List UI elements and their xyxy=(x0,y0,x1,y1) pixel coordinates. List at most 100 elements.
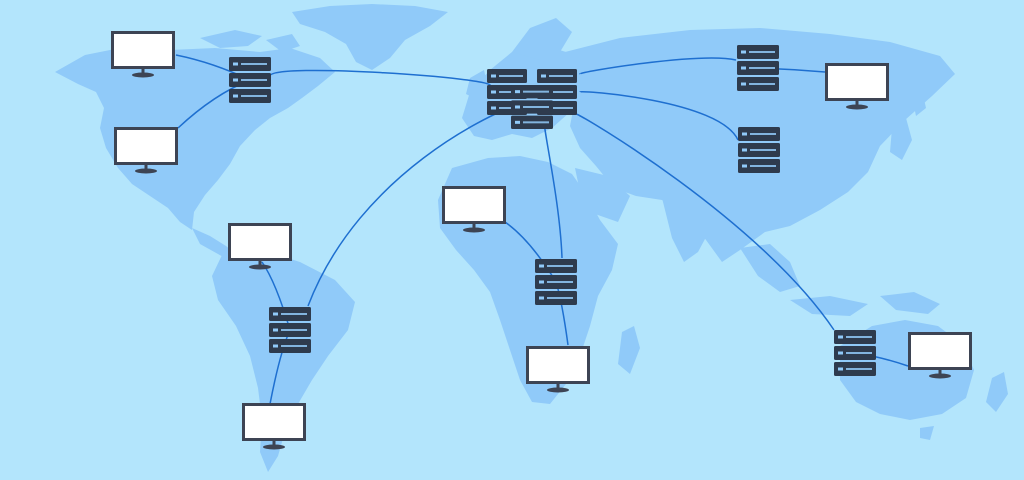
tasmania-shape xyxy=(920,426,934,440)
new-guinea-shape xyxy=(880,292,940,314)
arctic-island-2-shape xyxy=(266,34,300,52)
server-led-icon xyxy=(539,280,544,284)
monitor-icon-africa-south xyxy=(526,346,590,393)
server-led-icon xyxy=(741,82,746,86)
japan-island-shape xyxy=(912,90,926,116)
backbone-link-north-america xyxy=(269,69,491,87)
monitor-icon-africa-west xyxy=(442,186,506,233)
server-led-icon xyxy=(233,94,238,98)
server-led-icon xyxy=(838,335,843,339)
indonesia-shape xyxy=(790,296,868,316)
server-led-icon xyxy=(838,367,843,371)
server-rack-icon-north-america xyxy=(229,57,271,103)
client-layer xyxy=(111,31,972,450)
monitor-icon-sa-south xyxy=(242,403,306,450)
monitor-screen xyxy=(445,189,503,221)
server-slot-line xyxy=(749,51,775,53)
server-slot-line xyxy=(523,121,549,124)
monitor-neck xyxy=(938,370,942,375)
server-slot-line xyxy=(549,91,573,93)
monitor-stand xyxy=(547,387,569,393)
server-led-icon xyxy=(742,164,747,168)
server-slot-line xyxy=(523,90,549,93)
monitor-neck xyxy=(556,384,560,389)
server-slot-line xyxy=(281,313,307,315)
south-america-shape xyxy=(212,250,355,472)
server-led-icon xyxy=(273,328,278,332)
monitor-icon-na-south xyxy=(114,127,178,174)
southeast-asia-shape xyxy=(740,244,800,292)
scandinavia-shape xyxy=(512,18,572,60)
arabia-shape xyxy=(575,168,630,222)
monitor-neck xyxy=(258,261,262,266)
monitor-icon-na-north xyxy=(111,31,175,78)
server-led-icon xyxy=(742,148,747,152)
server-led-icon xyxy=(273,344,278,348)
monitor-screen xyxy=(245,406,303,438)
backbone-link-asia-central xyxy=(579,91,739,141)
madagascar-shape xyxy=(618,326,640,374)
india-shape xyxy=(662,198,712,262)
central-america-shape xyxy=(192,228,238,262)
monitor-stand xyxy=(263,444,285,450)
backbone-link-asia-north xyxy=(579,57,737,75)
monitor-neck xyxy=(144,165,148,170)
monitor-screen xyxy=(911,335,969,367)
server-slot-line xyxy=(846,352,872,354)
server-slot-line xyxy=(547,265,573,267)
arctic-islands-shape xyxy=(200,30,262,48)
server-slot-line xyxy=(750,165,776,167)
monitor-screen xyxy=(529,349,587,381)
server-led-icon xyxy=(539,296,544,300)
monitor-stand xyxy=(929,373,951,379)
server-led-icon xyxy=(273,312,278,316)
server-layer xyxy=(229,45,876,376)
server-led-icon xyxy=(541,74,546,78)
server-led-icon xyxy=(838,351,843,355)
monitor-stand xyxy=(132,72,154,78)
server-slot-line xyxy=(547,297,573,299)
server-led-icon xyxy=(515,120,520,124)
server-led-icon xyxy=(741,66,746,70)
server-slot-line xyxy=(547,281,573,283)
server-slot-line xyxy=(750,133,776,135)
server-led-icon xyxy=(539,264,544,268)
client-link-africa-west xyxy=(504,221,557,283)
server-slot-line xyxy=(846,336,872,338)
server-rack-icon-asia-central xyxy=(738,127,780,173)
server-cluster-icon xyxy=(487,69,577,129)
monitor-screen xyxy=(828,66,886,98)
monitor-neck xyxy=(855,101,859,106)
server-led-icon xyxy=(741,50,746,54)
server-slot-line xyxy=(749,83,775,85)
server-led-icon xyxy=(491,106,496,110)
server-led-icon xyxy=(515,90,520,94)
monitor-screen xyxy=(114,34,172,66)
monitor-icon-australia-east xyxy=(908,332,972,379)
server-slot-line xyxy=(281,329,307,331)
monitor-neck xyxy=(472,224,476,229)
server-led-icon xyxy=(233,78,238,82)
server-led-icon xyxy=(515,105,520,109)
monitor-stand xyxy=(846,104,868,110)
monitor-screen xyxy=(117,130,175,162)
server-rack-icon-australia xyxy=(834,330,876,376)
server-slot-line xyxy=(241,79,267,81)
backbone-link-australia xyxy=(575,113,835,331)
monitor-neck xyxy=(141,69,145,74)
monitor-icon-sa-north xyxy=(228,223,292,270)
server-led-icon xyxy=(233,62,238,66)
monitor-stand xyxy=(463,227,485,233)
server-slot-line xyxy=(281,345,307,347)
server-slot-line xyxy=(549,107,573,109)
japan-shape xyxy=(890,118,912,160)
server-rack-icon-asia-north xyxy=(737,45,779,91)
monitor-icon-asia-east xyxy=(825,63,889,110)
server-slot-line xyxy=(749,67,775,69)
backbone-link-south-america xyxy=(307,111,501,307)
new-zealand-shape xyxy=(986,372,1008,412)
server-led-icon xyxy=(491,90,496,94)
server-slot-line xyxy=(846,368,872,370)
